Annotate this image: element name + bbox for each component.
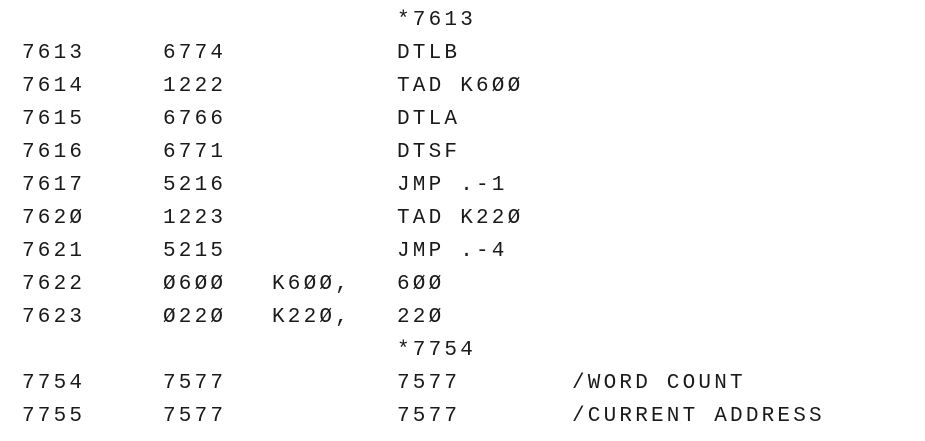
listing-row: 7614 1222 TAD K6ØØ [0,70,925,103]
machine-code: 1222 [163,75,227,98]
listing-row: 7754 7577 7577/WORD COUNT [0,367,925,400]
comment: /CURRENT ADDRESS [572,405,825,428]
listing-row: 762Ø 1223 TAD K22Ø [0,202,925,235]
address: 7614 [22,75,86,98]
listing-row: *7613 [0,4,925,37]
address: 7615 [22,108,86,131]
instruction: DTSF [397,141,461,164]
address: 7616 [22,141,86,164]
comment: /WORD COUNT [572,372,746,395]
listing-row: 7616 6771 DTSF [0,136,925,169]
machine-code: 7577 [163,372,227,395]
address: 7754 [22,372,86,395]
label: K22Ø, [272,306,352,329]
listing-row: 7621 5215 JMP .-4 [0,235,925,268]
machine-code: 1223 [163,207,227,230]
machine-code: Ø22Ø [163,306,227,329]
instruction: JMP .-4 [397,240,508,263]
instruction: JMP .-1 [397,174,508,197]
listing-row: 7617 5216 JMP .-1 [0,169,925,202]
machine-code: 6774 [163,42,227,65]
machine-code: 6766 [163,108,227,131]
label: K6ØØ, [272,273,352,296]
machine-code: 5216 [163,174,227,197]
assembly-listing: *7613 7613 6774 DTLB 7614 1222 TAD K6ØØ 7615 676… [0,4,925,433]
instruction: 22Ø [397,306,445,329]
instruction: TAD K22Ø [397,207,524,230]
machine-code: 5215 [163,240,227,263]
listing-row: 7755 7577 7577/CURRENT ADDRESS [0,400,925,433]
instruction: 7577 [397,372,461,395]
address: 7617 [22,174,86,197]
listing-row: 7613 6774 DTLB [0,37,925,70]
instruction: TAD K6ØØ [397,75,524,98]
address: 7621 [22,240,86,263]
address: 762Ø [22,207,86,230]
listing-row: *7754 [0,334,925,367]
listing-row: 7622 Ø6ØØ K6ØØ, 6ØØ [0,268,925,301]
instruction: *7613 [397,9,477,32]
address: 7623 [22,306,86,329]
address: 7755 [22,405,86,428]
address: 7613 [22,42,86,65]
instruction: 7577 [397,405,461,428]
machine-code: 7577 [163,405,227,428]
instruction: *7754 [397,339,477,362]
machine-code: 6771 [163,141,227,164]
instruction: 6ØØ [397,273,445,296]
instruction: DTLA [397,108,461,131]
listing-row: 7623 Ø22Ø K22Ø, 22Ø [0,301,925,334]
listing-row: 7615 6766 DTLA [0,103,925,136]
machine-code: Ø6ØØ [163,273,227,296]
instruction: DTLB [397,42,461,65]
address: 7622 [22,273,86,296]
